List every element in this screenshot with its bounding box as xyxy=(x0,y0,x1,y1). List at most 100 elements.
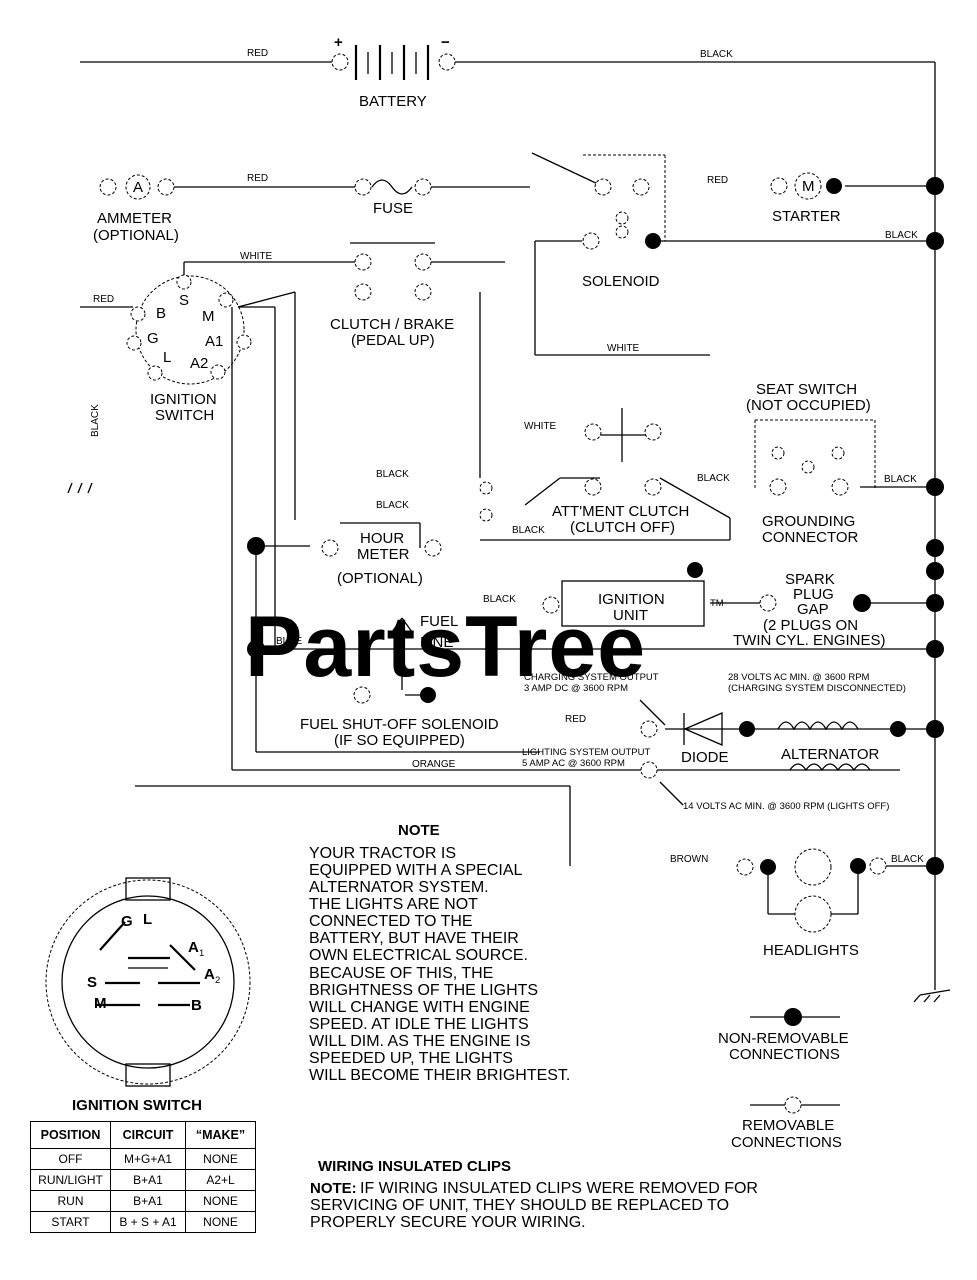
ignition-switch-label-1: IGNITION xyxy=(150,391,217,408)
non-removable-dots xyxy=(247,177,944,1026)
diagram-text: BROWN xyxy=(670,854,708,865)
ign-terminal-s: S xyxy=(179,292,189,309)
diagram-text: A xyxy=(204,966,215,983)
alternator-label: ALTERNATOR xyxy=(781,746,880,763)
charging-volts-1: 28 VOLTS AC MIN. @ 3600 RPM xyxy=(728,672,870,683)
ign-terminal-a1: A1 xyxy=(205,333,223,350)
diagram-text: A xyxy=(188,939,199,956)
battery-minus: − xyxy=(441,34,450,51)
attachment-clutch-label: ATT'MENT CLUTCH xyxy=(552,503,689,520)
fuel-solenoid-sub: (IF SO EQUIPPED) xyxy=(334,732,465,749)
hour-meter-label: HOUR xyxy=(360,530,404,547)
diagram-text: BLACK xyxy=(512,525,545,536)
diagram-text: RED xyxy=(247,48,268,59)
alternator-note: NOTE YOUR TRACTOR IS EQUIPPED WITH A SPE… xyxy=(309,822,570,1084)
spark-plug-4: (2 PLUGS ON xyxy=(763,617,858,634)
diagram-text: BLACK xyxy=(700,49,733,60)
diagram-text: BLACK xyxy=(90,404,101,437)
fuel-solenoid-label: FUEL SHUT-OFF SOLENOID xyxy=(300,716,499,733)
seat-switch-sub: (NOT OCCUPIED) xyxy=(746,397,871,414)
grounding-sub: CONNECTOR xyxy=(762,529,859,546)
note-title: NOTE xyxy=(398,822,440,839)
diagram-text: BLACK xyxy=(697,473,730,484)
diagram-text: B xyxy=(191,997,202,1014)
spark-plug-5: TWIN CYL. ENGINES) xyxy=(733,632,886,649)
table-row: RUN/LIGHT B+A1 A2+L xyxy=(30,1169,256,1191)
diagram-text: CONNECTED TO THE xyxy=(309,913,473,930)
diagram-text: BLACK xyxy=(884,474,917,485)
diagram-text: WILL BECOME THEIR BRIGHTEST. xyxy=(309,1067,570,1084)
battery-label: BATTERY xyxy=(359,93,427,110)
clips-note: WIRING INSULATED CLIPS NOTE: IF WIRING I… xyxy=(310,1158,758,1231)
charging-output-1: CHARGING SYSTEM OUTPUT xyxy=(524,672,659,683)
legend-non-removable-1: NON-REMOVABLE xyxy=(718,1030,849,1047)
spark-plug-1: SPARK xyxy=(785,571,835,588)
charging-volts-2: (CHARGING SYSTEM DISCONNECTED) xyxy=(728,683,906,694)
diagram-text: G xyxy=(121,913,133,930)
diagram-text: RED xyxy=(247,173,268,184)
diagram-text: OWN ELECTRICAL SOURCE. xyxy=(309,947,528,964)
ammeter-symbol: A xyxy=(133,179,143,196)
clutch-brake-sub: (PEDAL UP) xyxy=(351,332,435,349)
legend-removable-2: CONNECTIONS xyxy=(731,1134,842,1151)
legend: NON-REMOVABLE CONNECTIONS REMOVABLE CONN… xyxy=(718,1030,849,1151)
diagram-text: EQUIPPED WITH A SPECIAL xyxy=(309,862,522,879)
lights-volts: 14 VOLTS AC MIN. @ 3600 RPM (LIGHTS OFF) xyxy=(683,801,889,812)
diagram-text: PROPERLY SECURE YOUR WIRING. xyxy=(310,1214,586,1231)
header-make: “MAKE” xyxy=(185,1121,256,1149)
diagram-text: WHITE xyxy=(607,343,640,354)
diagram-text: IF WIRING INSULATED CLIPS WERE REMOVED F… xyxy=(360,1180,758,1197)
starter-label: STARTER xyxy=(772,208,841,225)
spark-plug-3: GAP xyxy=(797,601,829,618)
diagram-text: YOUR TRACTOR IS xyxy=(309,845,456,862)
diagram-text: RED xyxy=(93,294,114,305)
diagram-text: THE LIGHTS ARE NOT xyxy=(309,896,478,913)
diagram-text: ALTERNATOR SYSTEM. xyxy=(309,879,489,896)
diagram-text: ORANGE xyxy=(412,759,456,770)
battery-plus: + xyxy=(334,34,343,51)
charging-output-2: 3 AMP DC @ 3600 RPM xyxy=(524,683,628,694)
battery-symbol xyxy=(331,45,456,80)
lighting-output-1: LIGHTING SYSTEM OUTPUT xyxy=(522,747,650,758)
diagram-text: RED xyxy=(565,714,586,725)
ignition-switch-face: G L A 1 A 2 S M B IGNITION SWITCH xyxy=(45,877,251,1114)
diagram-text: BLACK xyxy=(885,230,918,241)
ammeter-optional: (OPTIONAL) xyxy=(93,227,179,244)
diagram-text: L xyxy=(143,911,152,928)
ignition-switch-table: POSITION CIRCUIT “MAKE” OFF M+G+A1 NONE … xyxy=(30,1121,256,1233)
attachment-clutch-sub: (CLUTCH OFF) xyxy=(570,519,675,536)
diagram-text: BLUE xyxy=(276,636,302,647)
ign-terminal-l: L xyxy=(163,349,171,366)
hour-meter-optional: (OPTIONAL) xyxy=(337,570,423,587)
ignition-switch-symbol xyxy=(126,274,252,385)
removable-terminals xyxy=(99,172,887,1114)
header-position: POSITION xyxy=(30,1121,111,1149)
diagram-text: BLACK xyxy=(891,854,924,865)
seat-switch-label: SEAT SWITCH xyxy=(756,381,857,398)
ignition-switch-label-2: SWITCH xyxy=(155,407,214,424)
diagram-text: BLACK xyxy=(376,469,409,480)
fuel-line-2: LINE xyxy=(420,634,453,651)
ign-terminal-g: G xyxy=(147,330,159,347)
lighting-output-2: 5 AMP AC @ 3600 RPM xyxy=(522,758,625,769)
diagram-text: SERVICING OF UNIT, THEY SHOULD BE REPLAC… xyxy=(310,1197,729,1214)
diagram-text: RED xyxy=(707,175,728,186)
wire-labels: RED BLACK RED RED BLACK WHITE RED WHITE … xyxy=(90,48,924,865)
diagram-text: S xyxy=(87,974,97,991)
diagram-text: BECAUSE OF THIS, THE xyxy=(309,965,493,982)
legend-non-removable-2: CONNECTIONS xyxy=(729,1046,840,1063)
clutch-brake-label: CLUTCH / BRAKE xyxy=(330,316,454,333)
ignition-unit-sub: UNIT xyxy=(613,607,648,624)
wires xyxy=(67,61,951,1106)
diagram-text: SPEED. AT IDLE THE LIGHTS xyxy=(309,1016,529,1033)
legend-removable-1: REMOVABLE xyxy=(742,1117,834,1134)
diagram-text: WHITE xyxy=(240,251,273,262)
ignition-unit-label: IGNITION xyxy=(598,591,665,608)
clips-title: WIRING INSULATED CLIPS xyxy=(318,1158,511,1175)
diagram-text: BLACK xyxy=(483,594,516,605)
fuse-label: FUSE xyxy=(373,200,413,217)
hour-meter-sub: METER xyxy=(357,546,410,563)
table-header-row: POSITION CIRCUIT “MAKE” xyxy=(30,1121,256,1149)
switch-face-title: IGNITION SWITCH xyxy=(72,1097,202,1114)
